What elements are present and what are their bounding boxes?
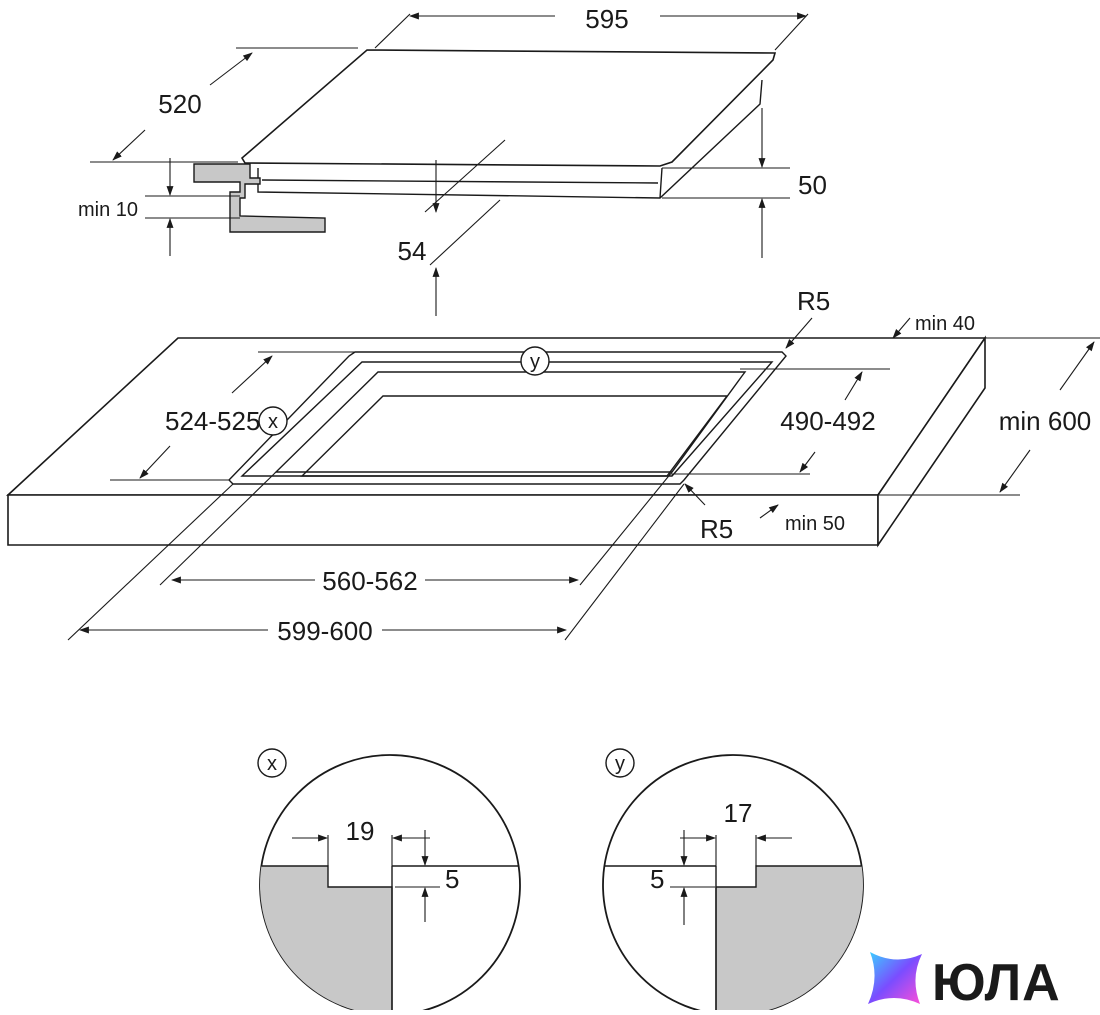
radius-bottom: R5 — [700, 514, 733, 544]
dim-hob-depth: 520 — [158, 89, 201, 119]
detail-x: x 19 5 — [257, 748, 521, 1015]
dim-back-min: min 40 — [915, 313, 975, 335]
hob-drawing: 595 520 min 10 50 54 — [78, 4, 827, 316]
logo-star-icon — [868, 952, 922, 1004]
radius-top: R5 — [797, 286, 830, 316]
dim-rebate-width: 599-600 — [277, 616, 372, 646]
detail-y-marker-circle — [605, 748, 635, 778]
detail-x-marker-circle — [257, 748, 287, 778]
dim-cutout-depth: 490-492 — [780, 406, 875, 436]
detail-x-marker: x — [267, 753, 277, 775]
worktop-side-face — [877, 335, 986, 548]
hob-glass-top — [240, 49, 777, 167]
worktop-profile — [193, 163, 326, 233]
cutout-opening — [300, 395, 729, 477]
detail-y-marker: y — [615, 753, 625, 775]
marker-x-circle — [258, 406, 288, 436]
dim-underside: 54 — [398, 236, 427, 266]
dim-thickness-min: min 50 — [785, 513, 845, 535]
rebate-outline — [228, 351, 787, 485]
dim-hob-height: 50 — [798, 170, 827, 200]
dim-depth-min: min 600 — [999, 406, 1092, 436]
detail-x-depth: 5 — [445, 864, 459, 894]
worktop-drawing: y R5 min 40 min 600 490-492 524-525 x R5 — [5, 286, 1100, 646]
dim-gap-min: min 10 — [78, 199, 138, 221]
detail-y: y 17 5 — [602, 748, 864, 1015]
dim-rebate-depth: 524-525 — [165, 406, 260, 436]
marker-x: x — [268, 411, 278, 433]
dim-cutout-width: 560-562 — [322, 566, 417, 596]
marker-y-circle — [520, 346, 550, 376]
worktop-front-face — [7, 494, 879, 546]
detail-y-width: 17 — [724, 798, 753, 828]
yula-logo: ЮЛА — [868, 952, 1061, 1012]
detail-x-width: 19 — [346, 816, 375, 846]
marker-y: y — [530, 351, 540, 373]
dim-hob-width: 595 — [585, 4, 628, 34]
detail-y-depth: 5 — [650, 864, 664, 894]
logo-text: ЮЛА — [932, 954, 1061, 1010]
